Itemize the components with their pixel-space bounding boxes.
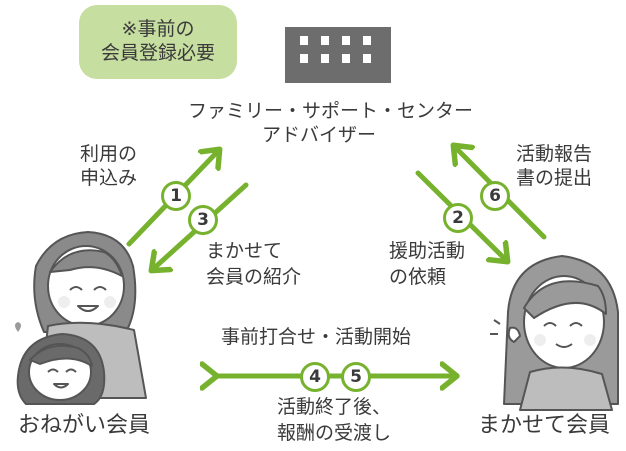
- center-title-line-2: アドバイザー: [262, 124, 377, 146]
- label-payment-line-1: 活動終了後、: [277, 396, 392, 418]
- step-2-badge: 2: [443, 203, 473, 233]
- step-1-badge: 1: [161, 181, 191, 211]
- step-3-badge: 3: [188, 205, 218, 235]
- building-icon: [285, 27, 391, 83]
- step-4-badge: 4: [300, 362, 330, 392]
- label-start-activity: 事前打合せ・活動開始: [221, 326, 412, 348]
- label-payment-line-2: 報酬の受渡し: [277, 422, 392, 444]
- registration-note: ※事前の 会員登録必要: [79, 5, 237, 79]
- step-5-badge: 5: [341, 362, 371, 392]
- label-introduce-line-2: 会員の紹介: [206, 266, 302, 288]
- note-line-1: ※事前の: [121, 18, 195, 41]
- center-title-line-1: ファミリー・サポート・センター: [188, 100, 474, 122]
- label-report-line-1: 活動報告: [516, 143, 593, 165]
- label-apply-line-1: 利用の: [80, 143, 138, 165]
- label-report-line-2: 書の提出: [516, 167, 593, 189]
- step-6-badge: 6: [480, 181, 510, 211]
- label-request-line-2: の依頼: [389, 266, 447, 288]
- woman-illustration: [490, 255, 619, 411]
- label-introduce-line-1: まかせて: [206, 240, 283, 262]
- label-request-line-1: 援助活動: [389, 240, 466, 262]
- label-apply-line-2: 申込み: [80, 167, 138, 189]
- note-line-2: 会員登録必要: [100, 42, 215, 64]
- member-left-name: おねがい会員: [18, 413, 151, 438]
- member-right-name: まかせて会員: [478, 413, 611, 438]
- mother-child-illustration: [15, 231, 147, 405]
